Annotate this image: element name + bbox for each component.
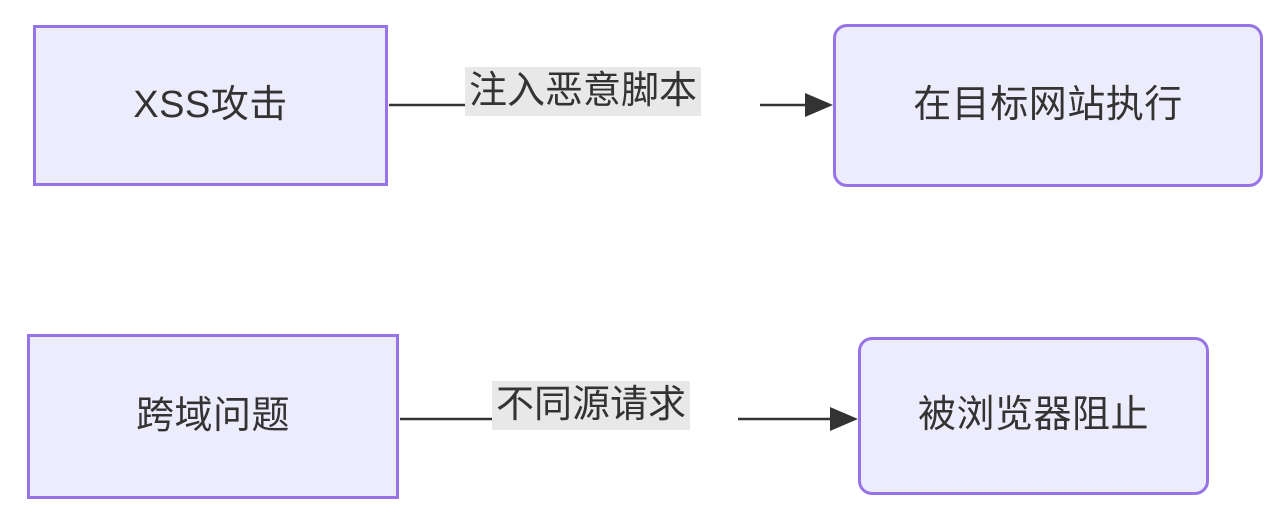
node-label: 在目标网站执行	[913, 83, 1183, 126]
node-label: 跨域问题	[135, 394, 290, 437]
arrow-head-icon-1	[805, 93, 833, 117]
node-xss-attack[interactable]: XSS攻击	[33, 25, 388, 186]
node-blocked-by-browser[interactable]: 被浏览器阻止	[858, 337, 1209, 495]
node-cross-origin-problem[interactable]: 跨域问题	[27, 334, 399, 499]
edge-label-cross-origin-request: 不同源请求	[492, 381, 691, 430]
arrow-head-icon-2	[830, 407, 858, 431]
node-execute-on-target-site[interactable]: 在目标网站执行	[833, 24, 1263, 187]
node-label: XSS攻击	[133, 83, 288, 126]
node-label: 被浏览器阻止	[917, 394, 1149, 437]
edge-label-inject-malicious-script: 注入恶意脚本	[465, 67, 702, 116]
